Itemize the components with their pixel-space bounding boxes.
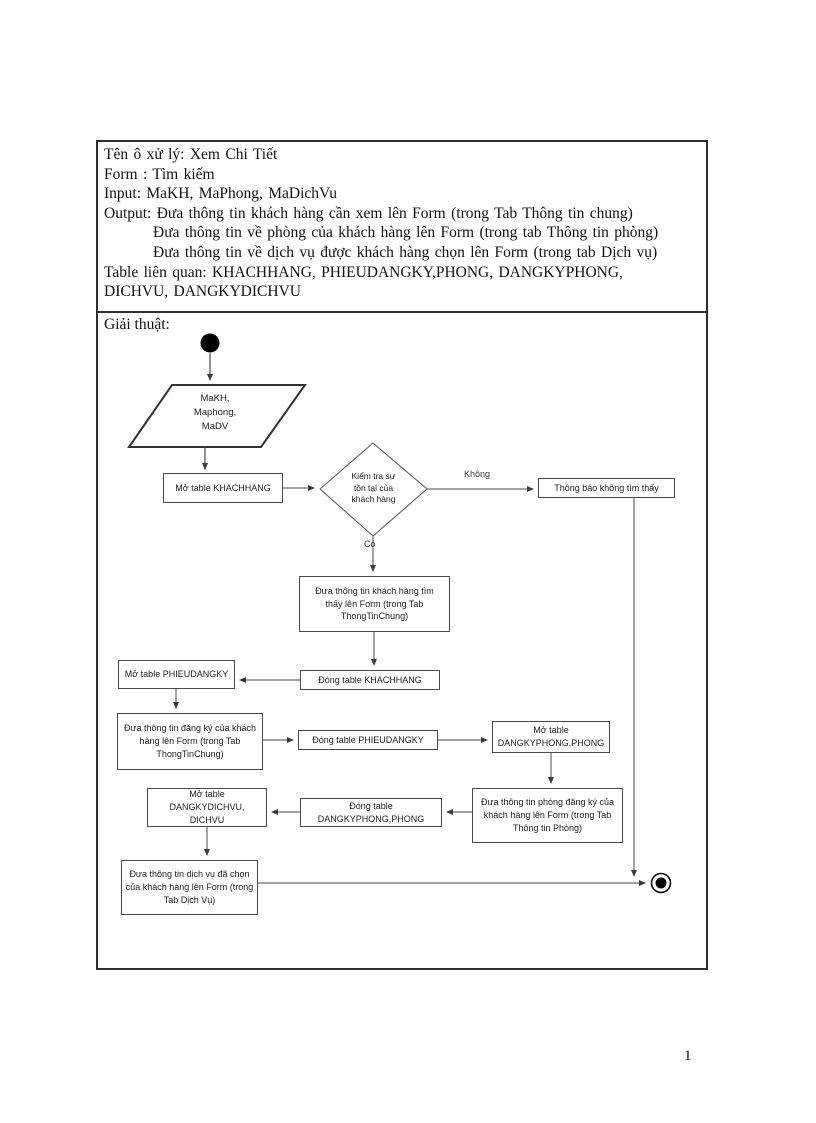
input-parallelogram-label: MaKH, Maphong, MaDV: [193, 393, 237, 432]
edge-label-co: Có: [364, 539, 376, 549]
node-dong-table-phieudangky: Đóng table PHIEUDANGKY: [298, 730, 438, 750]
output-line-3: Đưa thông tin về dịch vụ được khách hàng…: [153, 243, 658, 261]
node-dua-thong-tin-phong: Đưa thông tin phòng đăng ký của khách hà…: [472, 788, 623, 843]
algorithm-cell: Giải thuật:: [98, 313, 706, 337]
page-number: 1: [684, 1048, 692, 1064]
start-node-icon: [200, 333, 220, 353]
algorithm-label: Giải thuật:: [104, 316, 170, 333]
end-node-icon: [655, 877, 667, 889]
node-mo-table-dangkyphong: Mở table DANGKYPHONG,PHONG: [492, 721, 610, 753]
node-mo-table-dangkydichvu: Mở table DANGKYDICHVU, DICHVU: [147, 788, 267, 827]
node-mo-table-khachhang: Mở table KHACHHANG: [163, 473, 283, 503]
edge-label-khong: Không: [464, 469, 491, 479]
node-mo-table-phieudangky: Mở table PHIEUDANGKY: [118, 660, 235, 689]
node-thong-bao-khong-tim-thay: Thông báo không tìm thấy: [538, 478, 675, 498]
node-dua-thong-tin-khach-hang: Đưa thông tin khách hàng tìm thấy lên Fo…: [299, 576, 450, 632]
process-info-cell: Tên ô xử lý: Xem Chi Tiết Form : Tìm kiế…: [98, 142, 706, 313]
output-line-1: Output: Đưa thông tin khách hàng cần xem…: [104, 204, 633, 222]
node-dong-table-khachhang: Đóng table KHACHHANG: [300, 670, 440, 690]
input-parallelogram: [127, 384, 307, 448]
related-tables-line-2: DICHVU, DANGKYDICHVU: [104, 283, 301, 301]
decision-diamond-label: Kiểm tra sự tồn tại của khách hàng: [351, 471, 396, 504]
node-dong-table-dangkyphong: Đóng table DANGKYPHONG,PHONG: [300, 798, 442, 827]
input-line: Input: MaKH, MaPhong, MaDichVu: [104, 185, 338, 203]
node-dua-thong-tin-dich-vu: Đưa thông tin dịch vụ đã chọn của khách …: [121, 860, 258, 915]
process-name-line: Tên ô xử lý: Xem Chi Tiết: [104, 146, 278, 163]
output-line-2: Đưa thông tin về phòng của khách hàng lê…: [153, 224, 659, 242]
form-line: Form : Tìm kiếm: [104, 165, 215, 183]
related-tables-line-1: Table liên quan: KHACHHANG, PHIEUDANGKY,…: [104, 263, 623, 281]
node-dua-thong-tin-dang-ky: Đưa thông tin đăng ký của khách hàng lên…: [117, 713, 263, 770]
